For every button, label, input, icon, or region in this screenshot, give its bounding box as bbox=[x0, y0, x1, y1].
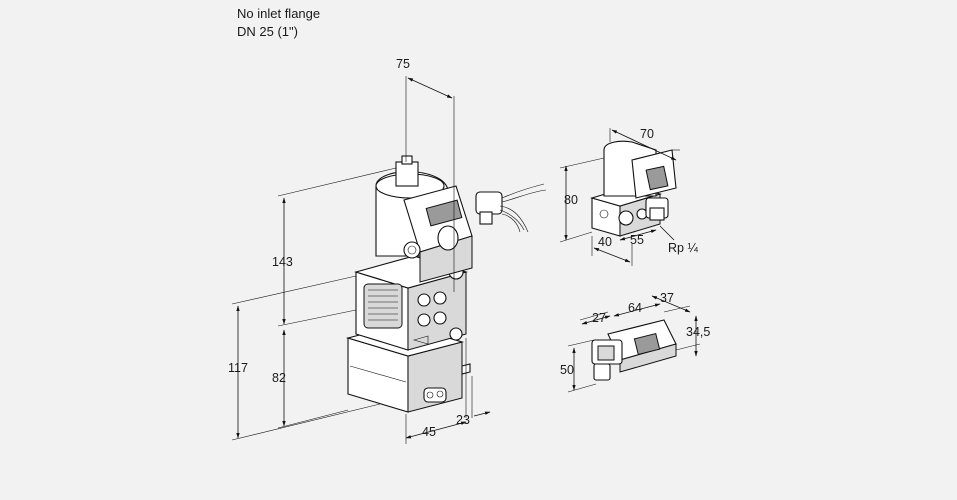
dim-plug-d2: 64 bbox=[628, 301, 642, 315]
dim-detail-width: 70 bbox=[640, 127, 654, 141]
dim-plug-d1: 27 bbox=[592, 311, 606, 325]
dim-plug-d3: 37 bbox=[660, 291, 674, 305]
dim-detail-height: 80 bbox=[564, 193, 578, 207]
dim-width-top: 75 bbox=[396, 57, 410, 71]
main-valve-drawing bbox=[231, 76, 547, 444]
dim-plug-height: 50 bbox=[560, 363, 574, 377]
detail-valve-drawing bbox=[559, 128, 680, 266]
header-line-1: No inlet flange bbox=[237, 6, 320, 21]
dim-height-total: 117 bbox=[228, 361, 248, 375]
dim-detail-depth: 40 bbox=[598, 235, 612, 249]
dim-offset-bottom: 23 bbox=[456, 413, 470, 427]
detail-plug-drawing bbox=[567, 295, 701, 393]
dim-height-lower: 82 bbox=[272, 371, 286, 385]
dim-detail-thread: Rp ¼ bbox=[668, 241, 698, 255]
filter-screen bbox=[363, 283, 403, 329]
dim-depth-bottom: 45 bbox=[422, 425, 436, 439]
dim-height-top: 143 bbox=[272, 255, 293, 269]
cable-connector bbox=[475, 183, 547, 233]
header-line-2: DN 25 (1") bbox=[237, 24, 298, 39]
dim-plug-d4: 34,5 bbox=[686, 325, 710, 339]
dim-detail-spacing: 55 bbox=[630, 233, 644, 247]
